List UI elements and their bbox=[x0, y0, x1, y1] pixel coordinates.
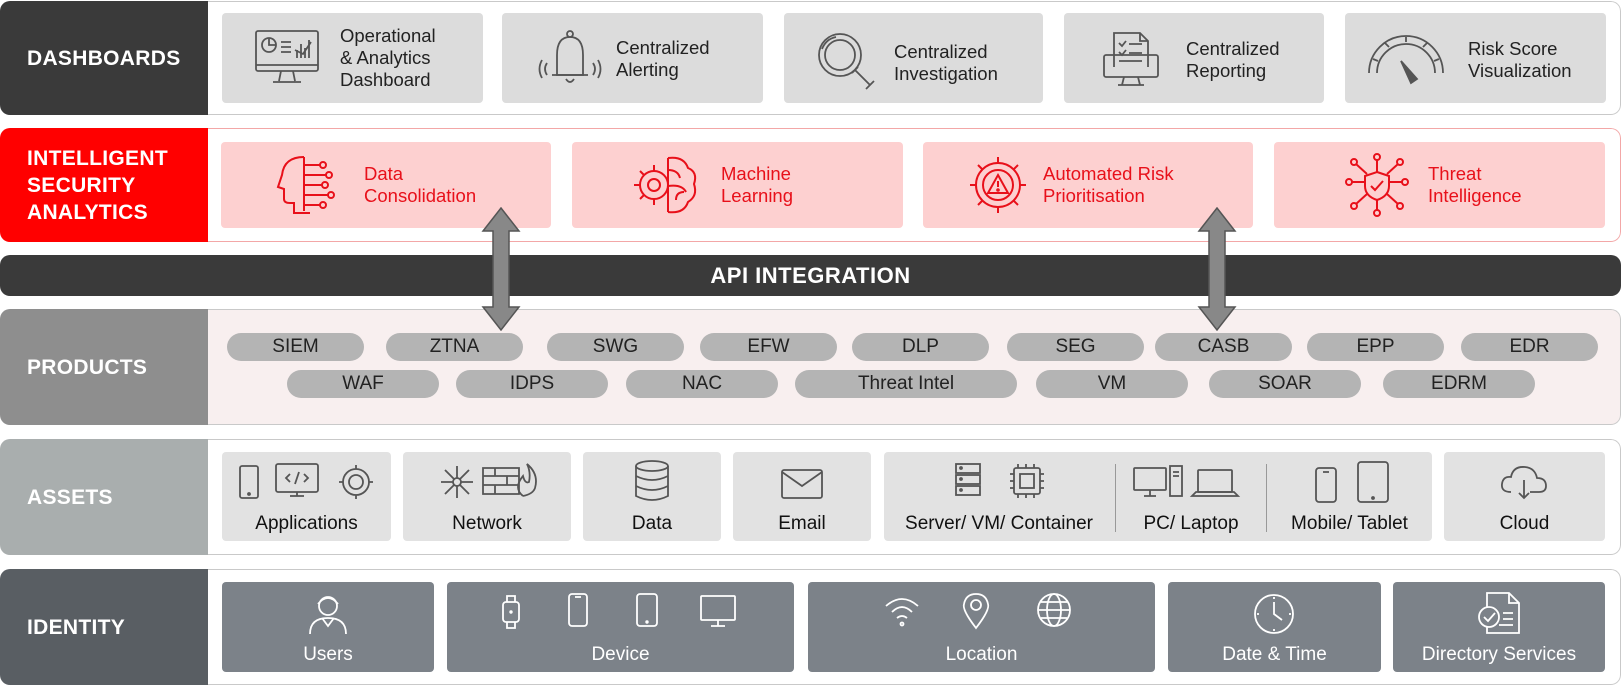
product-pill[interactable]: ZTNA bbox=[386, 333, 523, 361]
asset-card-email[interactable]: Email bbox=[733, 452, 871, 541]
asset-label: Server/ VM/ Container bbox=[905, 513, 1093, 534]
api-integration-bar: API INTEGRATION bbox=[0, 255, 1621, 296]
monitor-chart-icon bbox=[255, 30, 319, 83]
clock-icon bbox=[1254, 594, 1294, 634]
network-firewall-icon bbox=[441, 463, 537, 498]
bidirectional-arrow-left bbox=[481, 207, 521, 331]
layer-label: DASHBOARDS bbox=[0, 1, 208, 115]
cloud-download-icon bbox=[1501, 466, 1547, 500]
layer-label: PRODUCTS bbox=[0, 309, 208, 425]
identity-card-device[interactable]: Device bbox=[447, 582, 794, 672]
card-text: Risk Score Visualization bbox=[1468, 38, 1572, 81]
shield-network-icon bbox=[1345, 153, 1409, 217]
dashboards-layer: DASHBOARDS Operational & Analytics Dashb… bbox=[0, 1, 1621, 115]
layer-label: IDENTITY bbox=[0, 569, 208, 685]
layer-label: ASSETS bbox=[0, 439, 208, 555]
dashboard-card-reporting[interactable]: Centralized Reporting bbox=[1064, 13, 1324, 103]
asset-label: Email bbox=[778, 513, 826, 534]
card-text: Machine Learning bbox=[721, 163, 794, 206]
location-icons bbox=[885, 593, 1071, 630]
product-pill[interactable]: EFW bbox=[700, 333, 837, 361]
identity-card-date-time[interactable]: Date & Time bbox=[1168, 582, 1381, 672]
identity-label: Device bbox=[591, 644, 650, 665]
product-pill[interactable]: CASB bbox=[1155, 333, 1292, 361]
report-monitor-icon bbox=[1103, 32, 1159, 86]
asset-label: Network bbox=[452, 513, 522, 534]
device-icons bbox=[502, 593, 736, 629]
asset-label: Mobile/ Tablet bbox=[1291, 513, 1408, 534]
product-pill[interactable]: EPP bbox=[1307, 333, 1444, 361]
product-pill[interactable]: Threat Intel bbox=[795, 370, 1017, 398]
product-pill[interactable]: SWG bbox=[547, 333, 684, 361]
bidirectional-arrow-right bbox=[1197, 207, 1237, 331]
mobile-tablet-icon bbox=[1315, 461, 1389, 503]
brain-gear-icon bbox=[634, 156, 697, 214]
identity-layer: IDENTITY Users Device Location Date & Ti… bbox=[0, 569, 1621, 685]
product-pill[interactable]: SOAR bbox=[1209, 370, 1361, 398]
asset-label: Data bbox=[631, 513, 673, 534]
identity-label: Users bbox=[303, 644, 353, 665]
database-icon bbox=[635, 460, 669, 501]
assets-layer: ASSETS Applications Network Data Email bbox=[0, 439, 1621, 555]
identity-card-directory-services[interactable]: Directory Services bbox=[1393, 582, 1605, 672]
server-chip-icon bbox=[955, 463, 1044, 498]
user-headset-icon bbox=[309, 596, 347, 635]
ai-head-icon bbox=[276, 156, 335, 214]
directory-document-icon bbox=[1478, 592, 1520, 634]
dashboard-card-alerting[interactable]: Centralized Alerting bbox=[502, 13, 763, 103]
card-text: Threat Intelligence bbox=[1428, 163, 1522, 206]
card-text: Operational & Analytics Dashboard bbox=[340, 25, 436, 90]
identity-label: Directory Services bbox=[1421, 644, 1577, 665]
identity-card-users[interactable]: Users bbox=[222, 582, 434, 672]
asset-card-network[interactable]: Network bbox=[403, 452, 571, 541]
product-pill[interactable]: DLP bbox=[852, 333, 989, 361]
asset-card-compute-group[interactable]: Server/ VM/ Container PC/ Laptop Mobile/… bbox=[884, 452, 1432, 541]
card-text: Centralized Reporting bbox=[1186, 38, 1280, 81]
product-pill[interactable]: NAC bbox=[626, 370, 778, 398]
analytics-layer: INTELLIGENT SECURITY ANALYTICS Data Cons… bbox=[0, 128, 1621, 242]
envelope-icon bbox=[781, 469, 823, 499]
card-text: Centralized Alerting bbox=[616, 37, 710, 80]
divider bbox=[1115, 464, 1116, 532]
product-pill[interactable]: WAF bbox=[287, 370, 439, 398]
card-text: Centralized Investigation bbox=[894, 41, 998, 84]
asset-card-data[interactable]: Data bbox=[583, 452, 721, 541]
identity-label: Location bbox=[945, 644, 1018, 665]
applications-icon bbox=[239, 463, 373, 499]
pc-laptop-icon bbox=[1133, 465, 1241, 497]
asset-card-applications[interactable]: Applications bbox=[222, 452, 391, 541]
asset-label: Cloud bbox=[1499, 513, 1550, 534]
identity-card-location[interactable]: Location bbox=[808, 582, 1155, 672]
product-pill[interactable]: IDPS bbox=[456, 370, 608, 398]
product-pill[interactable]: VM bbox=[1036, 370, 1188, 398]
dashboard-card-investigation[interactable]: Centralized Investigation bbox=[784, 13, 1043, 103]
dashboard-card-risk-score[interactable]: Risk Score Visualization bbox=[1345, 13, 1606, 103]
product-pill[interactable]: EDRM bbox=[1383, 370, 1535, 398]
layer-label: INTELLIGENT SECURITY ANALYTICS bbox=[0, 128, 208, 242]
analytics-card-machine-learning[interactable]: Machine Learning bbox=[572, 142, 903, 228]
dashboard-card-operational[interactable]: Operational & Analytics Dashboard bbox=[222, 13, 483, 103]
asset-card-cloud[interactable]: Cloud bbox=[1444, 452, 1605, 541]
products-layer: PRODUCTS SIEM ZTNA SWG EFW DLP SEG CASB … bbox=[0, 309, 1621, 425]
bell-icon bbox=[538, 30, 602, 83]
identity-label: Date & Time bbox=[1222, 644, 1327, 665]
magnifier-icon bbox=[818, 33, 875, 90]
analytics-card-risk-prioritisation[interactable]: Automated Risk Prioritisation bbox=[923, 142, 1253, 228]
analytics-card-threat-intelligence[interactable]: Threat Intelligence bbox=[1274, 142, 1605, 228]
asset-label: Applications bbox=[255, 513, 358, 534]
product-pill[interactable]: SEG bbox=[1007, 333, 1144, 361]
card-text: Automated Risk Prioritisation bbox=[1043, 163, 1174, 206]
asset-label: PC/ Laptop bbox=[1143, 513, 1239, 534]
product-pill[interactable]: EDR bbox=[1461, 333, 1598, 361]
gear-warning-icon bbox=[970, 157, 1026, 213]
gauge-icon bbox=[1368, 35, 1444, 85]
product-pill[interactable]: SIEM bbox=[227, 333, 364, 361]
card-text: Data Consolidation bbox=[364, 163, 477, 206]
divider bbox=[1266, 464, 1267, 532]
